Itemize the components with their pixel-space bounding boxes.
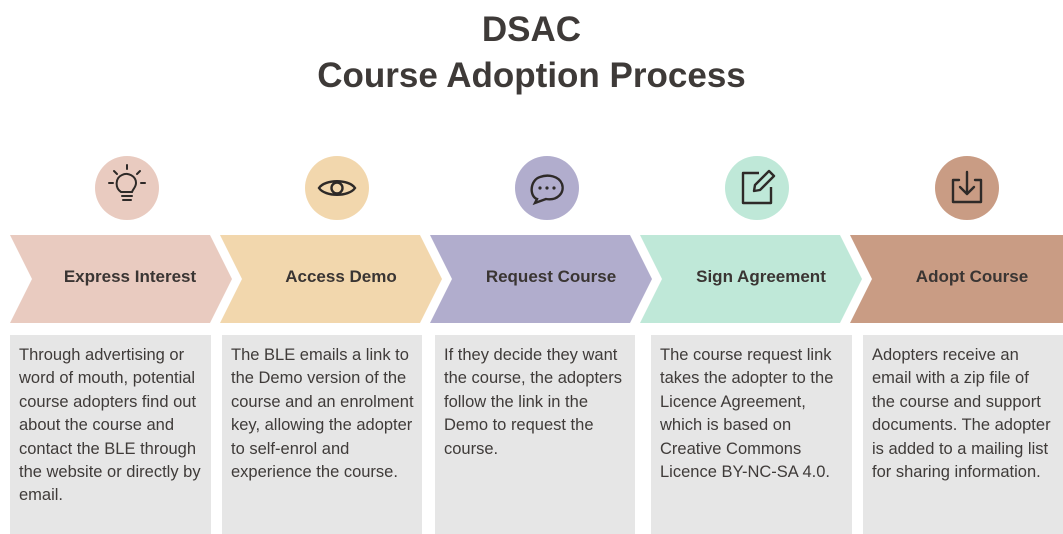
step-5-icon-circle: [935, 156, 999, 220]
step-3-icon-circle: [515, 156, 579, 220]
chat-bubble-icon: [530, 174, 564, 206]
step-3-label: Request Course: [485, 267, 617, 286]
title-line-2: Course Adoption Process: [317, 56, 746, 95]
step-4-icon-circle: [725, 156, 789, 220]
step-2-description: The BLE emails a link to the Demo versio…: [222, 335, 422, 534]
step-5-arrow: [850, 235, 1063, 323]
step-1-icon-circle: [95, 156, 159, 220]
eye-icon: [317, 180, 357, 196]
step-5-description: Adopters receive an email with a zip fil…: [863, 335, 1063, 534]
step-2-label: Access Demo: [285, 267, 397, 286]
process-arrows: [10, 235, 1063, 323]
edit-document-icon: [741, 169, 776, 205]
step-2-arrow: [220, 235, 442, 323]
step-4-description: The course request link takes the adopte…: [651, 335, 852, 534]
step-1-description: Through advertising or word of mouth, po…: [10, 335, 211, 534]
step-2-icon-circle: [305, 156, 369, 220]
step-3-description: If they decide they want the course, the…: [435, 335, 635, 534]
step-5-label: Adopt Course: [915, 267, 1029, 286]
download-icon: [951, 170, 983, 204]
step-4-label: Sign Agreement: [696, 267, 826, 286]
step-1-label: Express Interest: [63, 267, 197, 286]
step-3-arrow: [430, 235, 652, 323]
step-1-arrow: [10, 235, 232, 323]
step-4-arrow: [640, 235, 862, 323]
title-line-1: DSAC: [481, 10, 582, 49]
lightbulb-icon: [108, 164, 146, 201]
